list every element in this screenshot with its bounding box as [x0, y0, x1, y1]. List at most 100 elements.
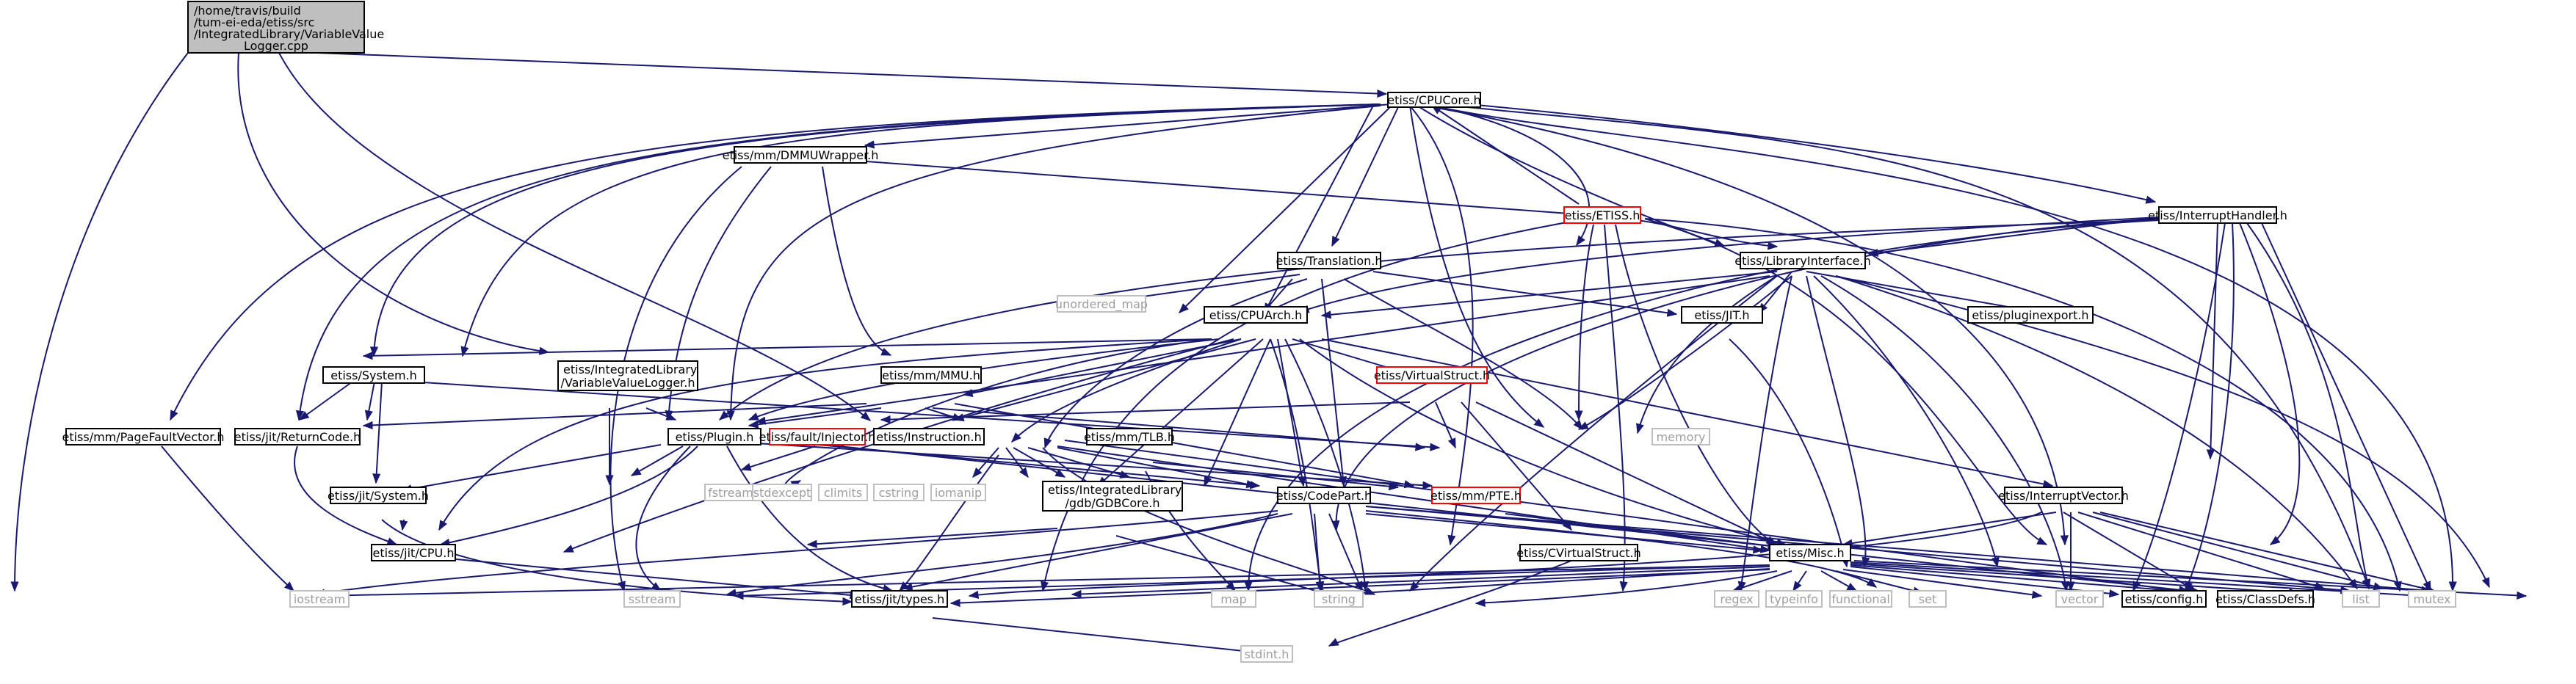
node-variablevaluelogger-h[interactable]: etiss/IntegratedLibrary/VariableValueLog… [557, 360, 698, 391]
edge [1806, 275, 1870, 568]
node-cvirtualstruct[interactable]: etiss/CVirtualStruct.h [1516, 544, 1641, 561]
node-label: etiss/jit/types.h [855, 592, 944, 606]
node-label: set [1919, 592, 1936, 606]
sys-node-sstream[interactable]: sstream [623, 590, 681, 608]
node-label: memory [1657, 430, 1706, 444]
edge [2239, 222, 2301, 545]
node-label: map [1220, 592, 1247, 606]
node-label: cstring [879, 486, 919, 500]
node-faultinjector[interactable]: etiss/fault/Injector.h [759, 428, 876, 445]
edge [1321, 338, 2054, 489]
edge [2092, 512, 2384, 591]
sys-node-vector[interactable]: vector [2055, 590, 2104, 608]
node-returncode[interactable]: etiss/jit/ReturnCode.h [234, 428, 361, 445]
sys-node-unordered-map[interactable]: unordered_map [1055, 295, 1148, 313]
sys-node-cstring[interactable]: cstring [873, 484, 925, 501]
edge [1792, 570, 1807, 592]
edge [1424, 105, 2069, 546]
node-label: etiss/jit/CPU.h [373, 546, 455, 560]
node-codepart[interactable]: etiss/CodePart.h [1276, 487, 1372, 504]
node-label: etiss/CVirtualStruct.h [1516, 546, 1641, 560]
edge [1636, 275, 1778, 434]
edge [755, 275, 1770, 425]
sys-node-map[interactable]: map [1211, 590, 1256, 608]
edge [1043, 278, 1308, 449]
edge [2206, 222, 2218, 460]
edge [399, 519, 408, 531]
edge [954, 403, 1415, 489]
node-interruptvector[interactable]: etiss/InterruptVector.h [1998, 487, 2129, 504]
edge [726, 105, 1381, 421]
node-cpuarch[interactable]: etiss/CPUArch.h [1204, 306, 1308, 324]
sys-node-typeinfo[interactable]: typeinfo [1765, 590, 1823, 608]
node-gdbcore[interactable]: etiss/IntegratedLibrary/gdb/GDBCore.h [1042, 481, 1183, 512]
sys-node-iomanip[interactable]: iomanip [930, 484, 986, 501]
edge [1850, 566, 2120, 598]
edge [1027, 447, 1131, 479]
sys-node-set[interactable]: set [1909, 590, 1947, 608]
node-pagefaultvector[interactable]: etiss/mm/PageFaultVector.h [62, 428, 225, 445]
sys-node-fstream[interactable]: fstream [704, 484, 757, 501]
node-jittypes[interactable]: etiss/jit/types.h [851, 590, 948, 608]
edge [1365, 506, 2351, 594]
edge [1115, 535, 1331, 597]
node-interrupthandler[interactable]: etiss/InterruptHandler.h [2148, 206, 2287, 224]
sys-node-functional[interactable]: functional [1829, 590, 1892, 608]
node-label: etiss/mm/PageFaultVector.h [62, 430, 224, 444]
edge [1331, 105, 1400, 247]
node-misc[interactable]: etiss/Misc.h [1769, 544, 1851, 561]
node-jit[interactable]: etiss/JIT.h [1681, 306, 1763, 324]
edge [1409, 275, 1778, 592]
edge [1365, 510, 1878, 588]
node-label: vector [2061, 592, 2099, 606]
edge [1365, 506, 2432, 594]
edge [298, 381, 353, 421]
edge [362, 338, 1212, 360]
node-libraryinterface[interactable]: etiss/LibraryInterface.h [1734, 252, 1871, 269]
sys-node-memory[interactable]: memory [1651, 428, 1710, 445]
node-dmmuwrapper[interactable]: etiss/mm/DMMUWrapper.h [723, 146, 879, 164]
edge [438, 338, 1212, 531]
node-cpucore[interactable]: etiss/CPUCore.h [1387, 92, 1481, 108]
node-jitsystem[interactable]: etiss/jit/System.h [328, 487, 429, 504]
sys-node-list[interactable]: list [2342, 590, 2380, 608]
node-etiss[interactable]: etiss/ETISS.h [1563, 206, 1641, 224]
node-mmu[interactable]: etiss/mm/MMU.h [880, 366, 982, 384]
node-instruction[interactable]: etiss/Instruction.h [873, 428, 985, 445]
node-pte[interactable]: etiss/mm/PTE.h [1430, 487, 1522, 504]
edge [1505, 513, 1779, 550]
node-label-line2: /gdb/GDBCore.h [1066, 496, 1160, 510]
sys-node-climits[interactable]: climits [818, 484, 868, 501]
node-pluginexport[interactable]: etiss/pluginexport.h [1967, 306, 2094, 324]
sys-node-stdint[interactable]: stdint.h [1240, 645, 1293, 663]
node-plugin[interactable]: etiss/Plugin.h [667, 428, 761, 445]
sys-node-stdexcept[interactable]: stdexcept [752, 484, 812, 501]
node-label: fstream [708, 486, 753, 500]
sys-node-regex[interactable]: regex [1714, 590, 1759, 608]
node-virtualstruct[interactable]: etiss/VirtualStruct.h [1374, 366, 1490, 384]
node-translation[interactable]: etiss/Translation.h [1276, 252, 1383, 269]
node-tlb[interactable]: etiss/mm/TLB.h [1084, 428, 1175, 445]
sys-node-string[interactable]: string [1314, 590, 1364, 608]
node-classdefs[interactable]: etiss/ClassDefs.h [2215, 590, 2315, 608]
node-label: regex [1720, 592, 1753, 606]
edge [1264, 105, 1374, 314]
edge [740, 445, 816, 471]
edge [630, 445, 684, 476]
edge [756, 443, 1433, 490]
node-label: etiss/Instruction.h [876, 430, 981, 444]
edge [2246, 222, 2371, 590]
edge [609, 166, 742, 592]
node-label: unordered_map [1055, 297, 1148, 312]
sys-node-mutex[interactable]: mutex [2408, 590, 2456, 608]
edge [1320, 271, 1778, 319]
edge [237, 52, 550, 355]
node-jitcpu[interactable]: etiss/jit/CPU.h [371, 544, 456, 561]
node-system[interactable]: etiss/System.h [322, 366, 425, 384]
node-label: etiss/InterruptHandler.h [2148, 208, 2287, 222]
dependency-edges [10, 52, 2528, 658]
sys-node-iostream[interactable]: iostream [289, 590, 350, 608]
edge [1431, 105, 2457, 592]
node-config[interactable]: etiss/config.h [2121, 590, 2207, 608]
main-file-node[interactable]: /home/travis/build /tum-ei-eda/etiss/src… [187, 1, 384, 54]
